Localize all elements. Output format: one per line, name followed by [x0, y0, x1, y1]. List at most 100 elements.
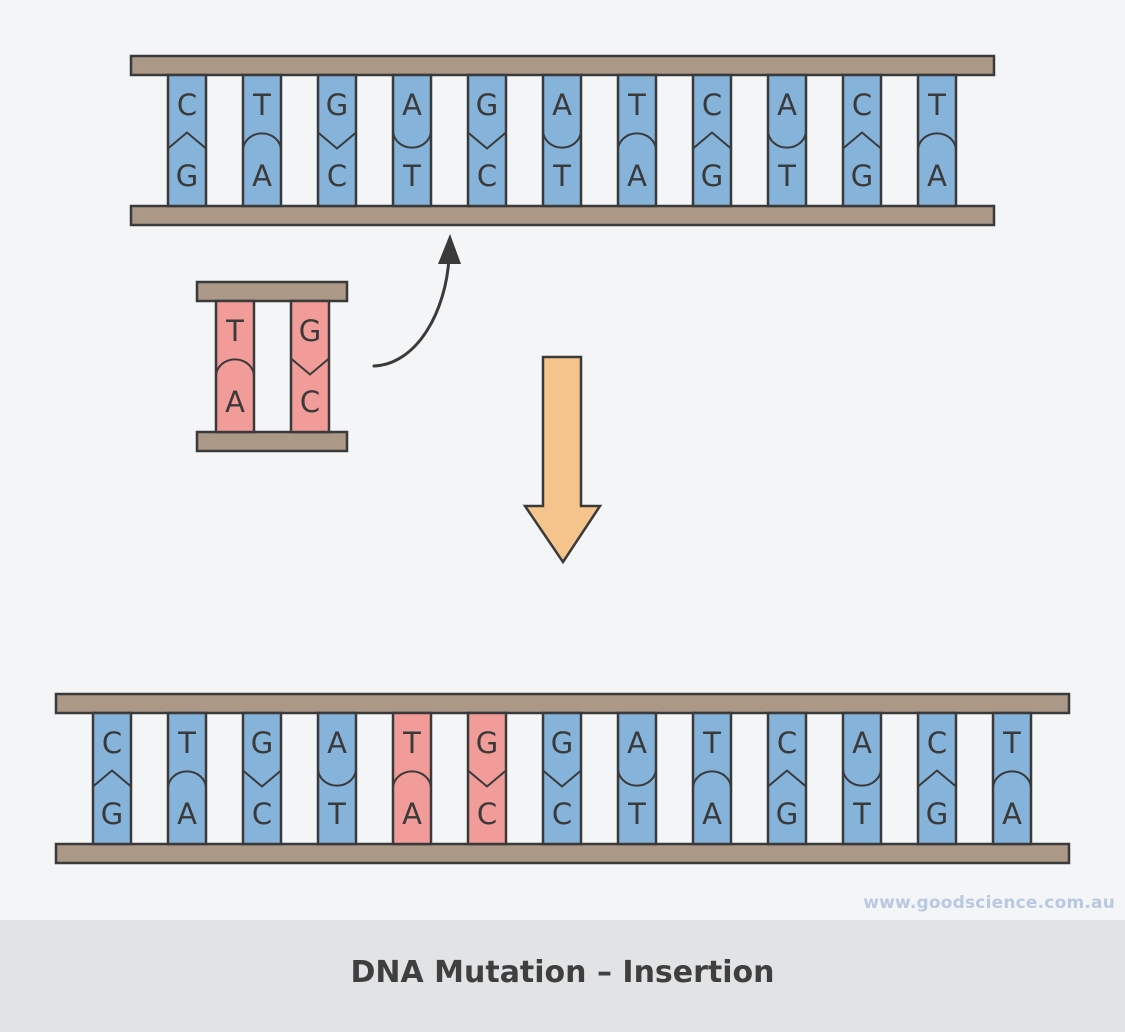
base-bottom-letter: T: [852, 797, 871, 831]
backbone-bottom: [195, 430, 349, 453]
base-top-letter: T: [702, 726, 721, 760]
base-junction: [767, 769, 807, 788]
base-top-letter: T: [1002, 726, 1021, 760]
base-rung: [316, 73, 358, 208]
base-rung: [466, 711, 508, 846]
base-top-letter: A: [852, 726, 872, 760]
base-junction: [392, 130, 432, 149]
base-rung: [166, 711, 208, 846]
base-rung: [391, 711, 433, 846]
base-junction: [842, 131, 882, 150]
base-junction: [392, 770, 432, 789]
base-pair: AT: [391, 73, 433, 208]
base-pair: AT: [316, 711, 358, 846]
base-top-letter: A: [552, 88, 572, 122]
base-top-letter: C: [777, 726, 797, 760]
backbone-bottom: [54, 842, 1071, 865]
base-junction: [692, 770, 732, 789]
base-pair: TA: [616, 73, 658, 208]
base-top-letter: C: [927, 726, 947, 760]
curved-arrow-shaft: [372, 256, 451, 368]
base-rung: [214, 299, 256, 434]
base-rung: [841, 711, 883, 846]
base-pair: CG: [766, 711, 808, 846]
base-pair: GC: [466, 73, 508, 208]
base-rung: [691, 711, 733, 846]
base-bottom-letter: C: [252, 797, 272, 831]
base-rung: [91, 711, 133, 846]
base-pair: TA: [166, 711, 208, 846]
base-bottom-letter: C: [300, 385, 320, 419]
base-pair: TA: [991, 711, 1033, 846]
base-bottom-letter: C: [477, 797, 497, 831]
base-rung: [691, 73, 733, 208]
base-top-letter: C: [102, 726, 122, 760]
base-pair: TA: [691, 711, 733, 846]
base-bottom-letter: T: [327, 797, 346, 831]
base-rung: [616, 711, 658, 846]
base-top-letter: G: [476, 88, 498, 122]
base-pair: AT: [841, 711, 883, 846]
base-pair: AT: [766, 73, 808, 208]
base-junction: [842, 768, 882, 787]
base-bottom-letter: T: [627, 797, 646, 831]
base-pair: CG: [91, 711, 133, 846]
base-junction: [467, 769, 507, 788]
base-bottom-letter: G: [851, 159, 873, 193]
base-top-letter: G: [326, 88, 348, 122]
base-junction: [92, 769, 132, 788]
base-top-letter: C: [702, 88, 722, 122]
base-top-letter: T: [627, 88, 646, 122]
base-junction: [167, 131, 207, 150]
inserted-fragment: T A G C: [195, 280, 349, 453]
base-bottom-letter: G: [776, 797, 798, 831]
backbone-bottom: [129, 204, 996, 227]
base-rung: [241, 711, 283, 846]
base-bottom-letter: G: [176, 159, 198, 193]
base-top-letter: G: [299, 314, 321, 348]
base-top-letter: T: [252, 88, 271, 122]
base-top-letter: C: [852, 88, 872, 122]
base-junction: [542, 769, 582, 788]
base-pair: GC: [241, 711, 283, 846]
base-junction: [917, 132, 957, 151]
base-pair: GC: [316, 73, 358, 208]
base-rung: [391, 73, 433, 208]
base-bottom-letter: A: [225, 385, 245, 419]
base-top-letter: T: [927, 88, 946, 122]
base-pair: CG: [691, 73, 733, 208]
base-rung: [316, 711, 358, 846]
base-rung: [766, 73, 808, 208]
base-junction: [215, 358, 255, 377]
watermark: www.goodscience.com.au: [863, 893, 1115, 913]
base-top-letter: A: [327, 726, 347, 760]
base-junction: [617, 132, 657, 151]
base-bottom-letter: C: [327, 159, 347, 193]
backbone-top: [54, 692, 1071, 715]
base-junction: [692, 131, 732, 150]
base-rung: [916, 711, 958, 846]
base-bottom-letter: A: [252, 159, 272, 193]
base-junction: [317, 768, 357, 787]
base-top-letter: C: [177, 88, 197, 122]
base-top-letter: A: [402, 88, 422, 122]
base-junction: [242, 769, 282, 788]
base-pair: GC: [466, 711, 508, 846]
base-top-letter: G: [551, 726, 573, 760]
base-bottom-letter: T: [552, 159, 571, 193]
base-bottom-letter: T: [777, 159, 796, 193]
base-junction: [767, 130, 807, 149]
base-bottom-letter: A: [1002, 797, 1022, 831]
base-bottom-letter: G: [701, 159, 723, 193]
base-junction: [917, 769, 957, 788]
base-rung: [166, 73, 208, 208]
base-pair: TA: [241, 73, 283, 208]
base-rung: [466, 73, 508, 208]
base-bottom-letter: G: [101, 797, 123, 831]
base-bottom-letter: A: [627, 159, 647, 193]
base-top-letter: G: [476, 726, 498, 760]
base-top-letter: T: [402, 726, 421, 760]
base-pair: GC: [541, 711, 583, 846]
base-top-letter: T: [225, 314, 244, 348]
